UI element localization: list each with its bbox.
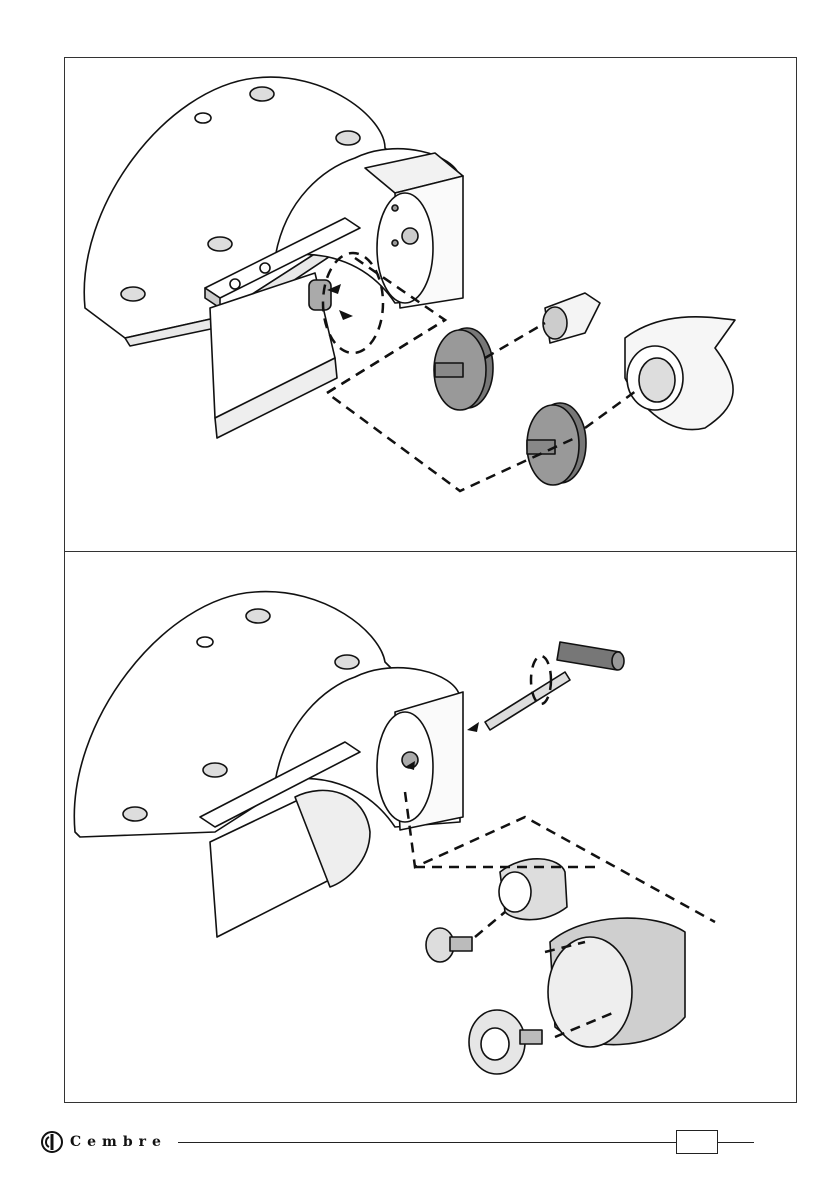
bottom-figure <box>65 552 796 1102</box>
cembre-logo-icon <box>40 1130 64 1154</box>
brand-name: Cembre <box>70 1134 167 1150</box>
brand-logo: Cembre <box>40 1129 167 1155</box>
footer-rule-right <box>718 1142 754 1143</box>
top-figure <box>65 58 796 550</box>
page-number-box <box>676 1130 718 1154</box>
die-removal-with-hex-key-illustration <box>65 552 796 1102</box>
footer-rule-left <box>178 1142 676 1143</box>
die-assembly-illustration <box>65 58 796 550</box>
